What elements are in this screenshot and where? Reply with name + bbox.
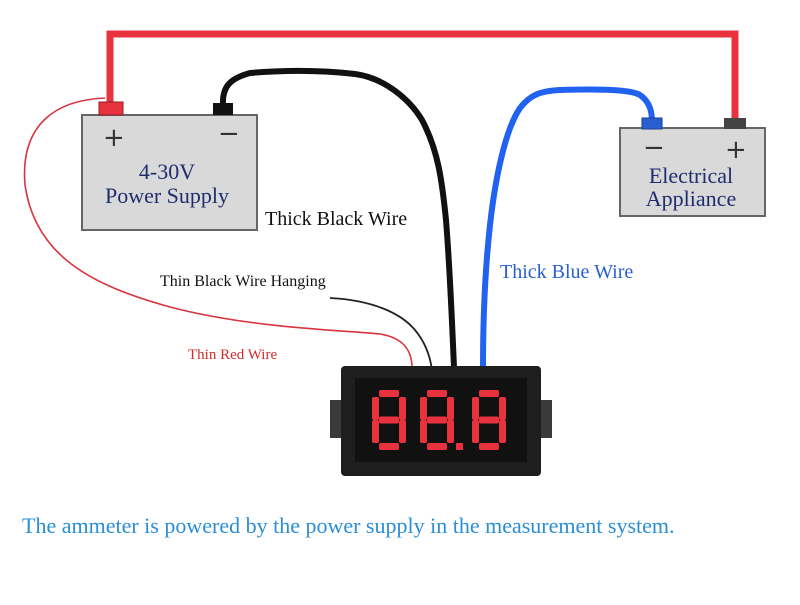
appliance-label-line2: Appliance <box>646 186 736 211</box>
thick-black-wire-label: Thick Black Wire <box>265 208 407 230</box>
ammeter-left-clip <box>330 400 344 438</box>
thin-black-wire <box>329 297 433 371</box>
appliance-label-line1: Electrical <box>649 163 733 188</box>
segment-f <box>420 397 427 420</box>
caption: The ammeter is powered by the power supp… <box>22 513 675 538</box>
thin-red-wire <box>23 97 413 369</box>
appliance-minus-terminal <box>641 117 663 130</box>
thin-black-wire-label: Thin Black Wire Hanging <box>160 273 326 290</box>
appliance-minus-sign: − <box>643 133 665 163</box>
segment-d <box>427 443 447 450</box>
readout-digit-2 <box>472 390 506 450</box>
segment-f <box>472 397 479 420</box>
power-supply-label-line2: Power Supply <box>105 183 229 208</box>
segment-a <box>427 390 447 397</box>
readout-decimal-point <box>456 443 463 450</box>
segment-b <box>399 397 406 420</box>
appliance-box <box>619 127 766 217</box>
segment-f <box>372 397 379 420</box>
power-supply-box <box>81 114 258 231</box>
segment-a <box>379 390 399 397</box>
thick-black-wire <box>219 67 457 371</box>
power-supply-label-line1: 4-30V <box>139 159 195 184</box>
segment-d <box>479 443 499 450</box>
appliance-plus-sign: + <box>725 135 747 165</box>
power-supply-plus-terminal <box>98 101 124 116</box>
thick-blue-wire <box>480 86 655 371</box>
thin-red-wire-label: Thin Red Wire <box>188 347 277 363</box>
segment-b <box>499 397 506 420</box>
segment-a <box>479 390 499 397</box>
power-supply-minus-terminal <box>213 103 233 115</box>
ammeter-right-clip <box>538 400 552 438</box>
segment-c <box>399 420 406 443</box>
readout-digit-0 <box>372 390 406 450</box>
ammeter <box>330 366 552 476</box>
segment-b <box>447 397 454 420</box>
segment-g <box>379 416 399 424</box>
thick-red-wire <box>106 30 739 120</box>
electrical-appliance: − + Electrical Appliance <box>619 117 766 217</box>
power-supply: + − 4-30V Power Supply <box>81 101 258 231</box>
power-supply-minus-sign: − <box>218 119 240 149</box>
segment-d <box>379 443 399 450</box>
segment-e <box>372 420 379 443</box>
segment-e <box>472 420 479 443</box>
segment-e <box>420 420 427 443</box>
segment-c <box>447 420 454 443</box>
readout-digit-1 <box>420 390 454 450</box>
power-supply-plus-sign: + <box>103 123 125 153</box>
appliance-plus-terminal <box>724 118 746 129</box>
segment-g <box>479 416 499 424</box>
segment-c <box>499 420 506 443</box>
segment-g <box>427 416 447 424</box>
thick-blue-wire-label: Thick Blue Wire <box>500 261 633 283</box>
ammeter-readout <box>372 390 506 450</box>
